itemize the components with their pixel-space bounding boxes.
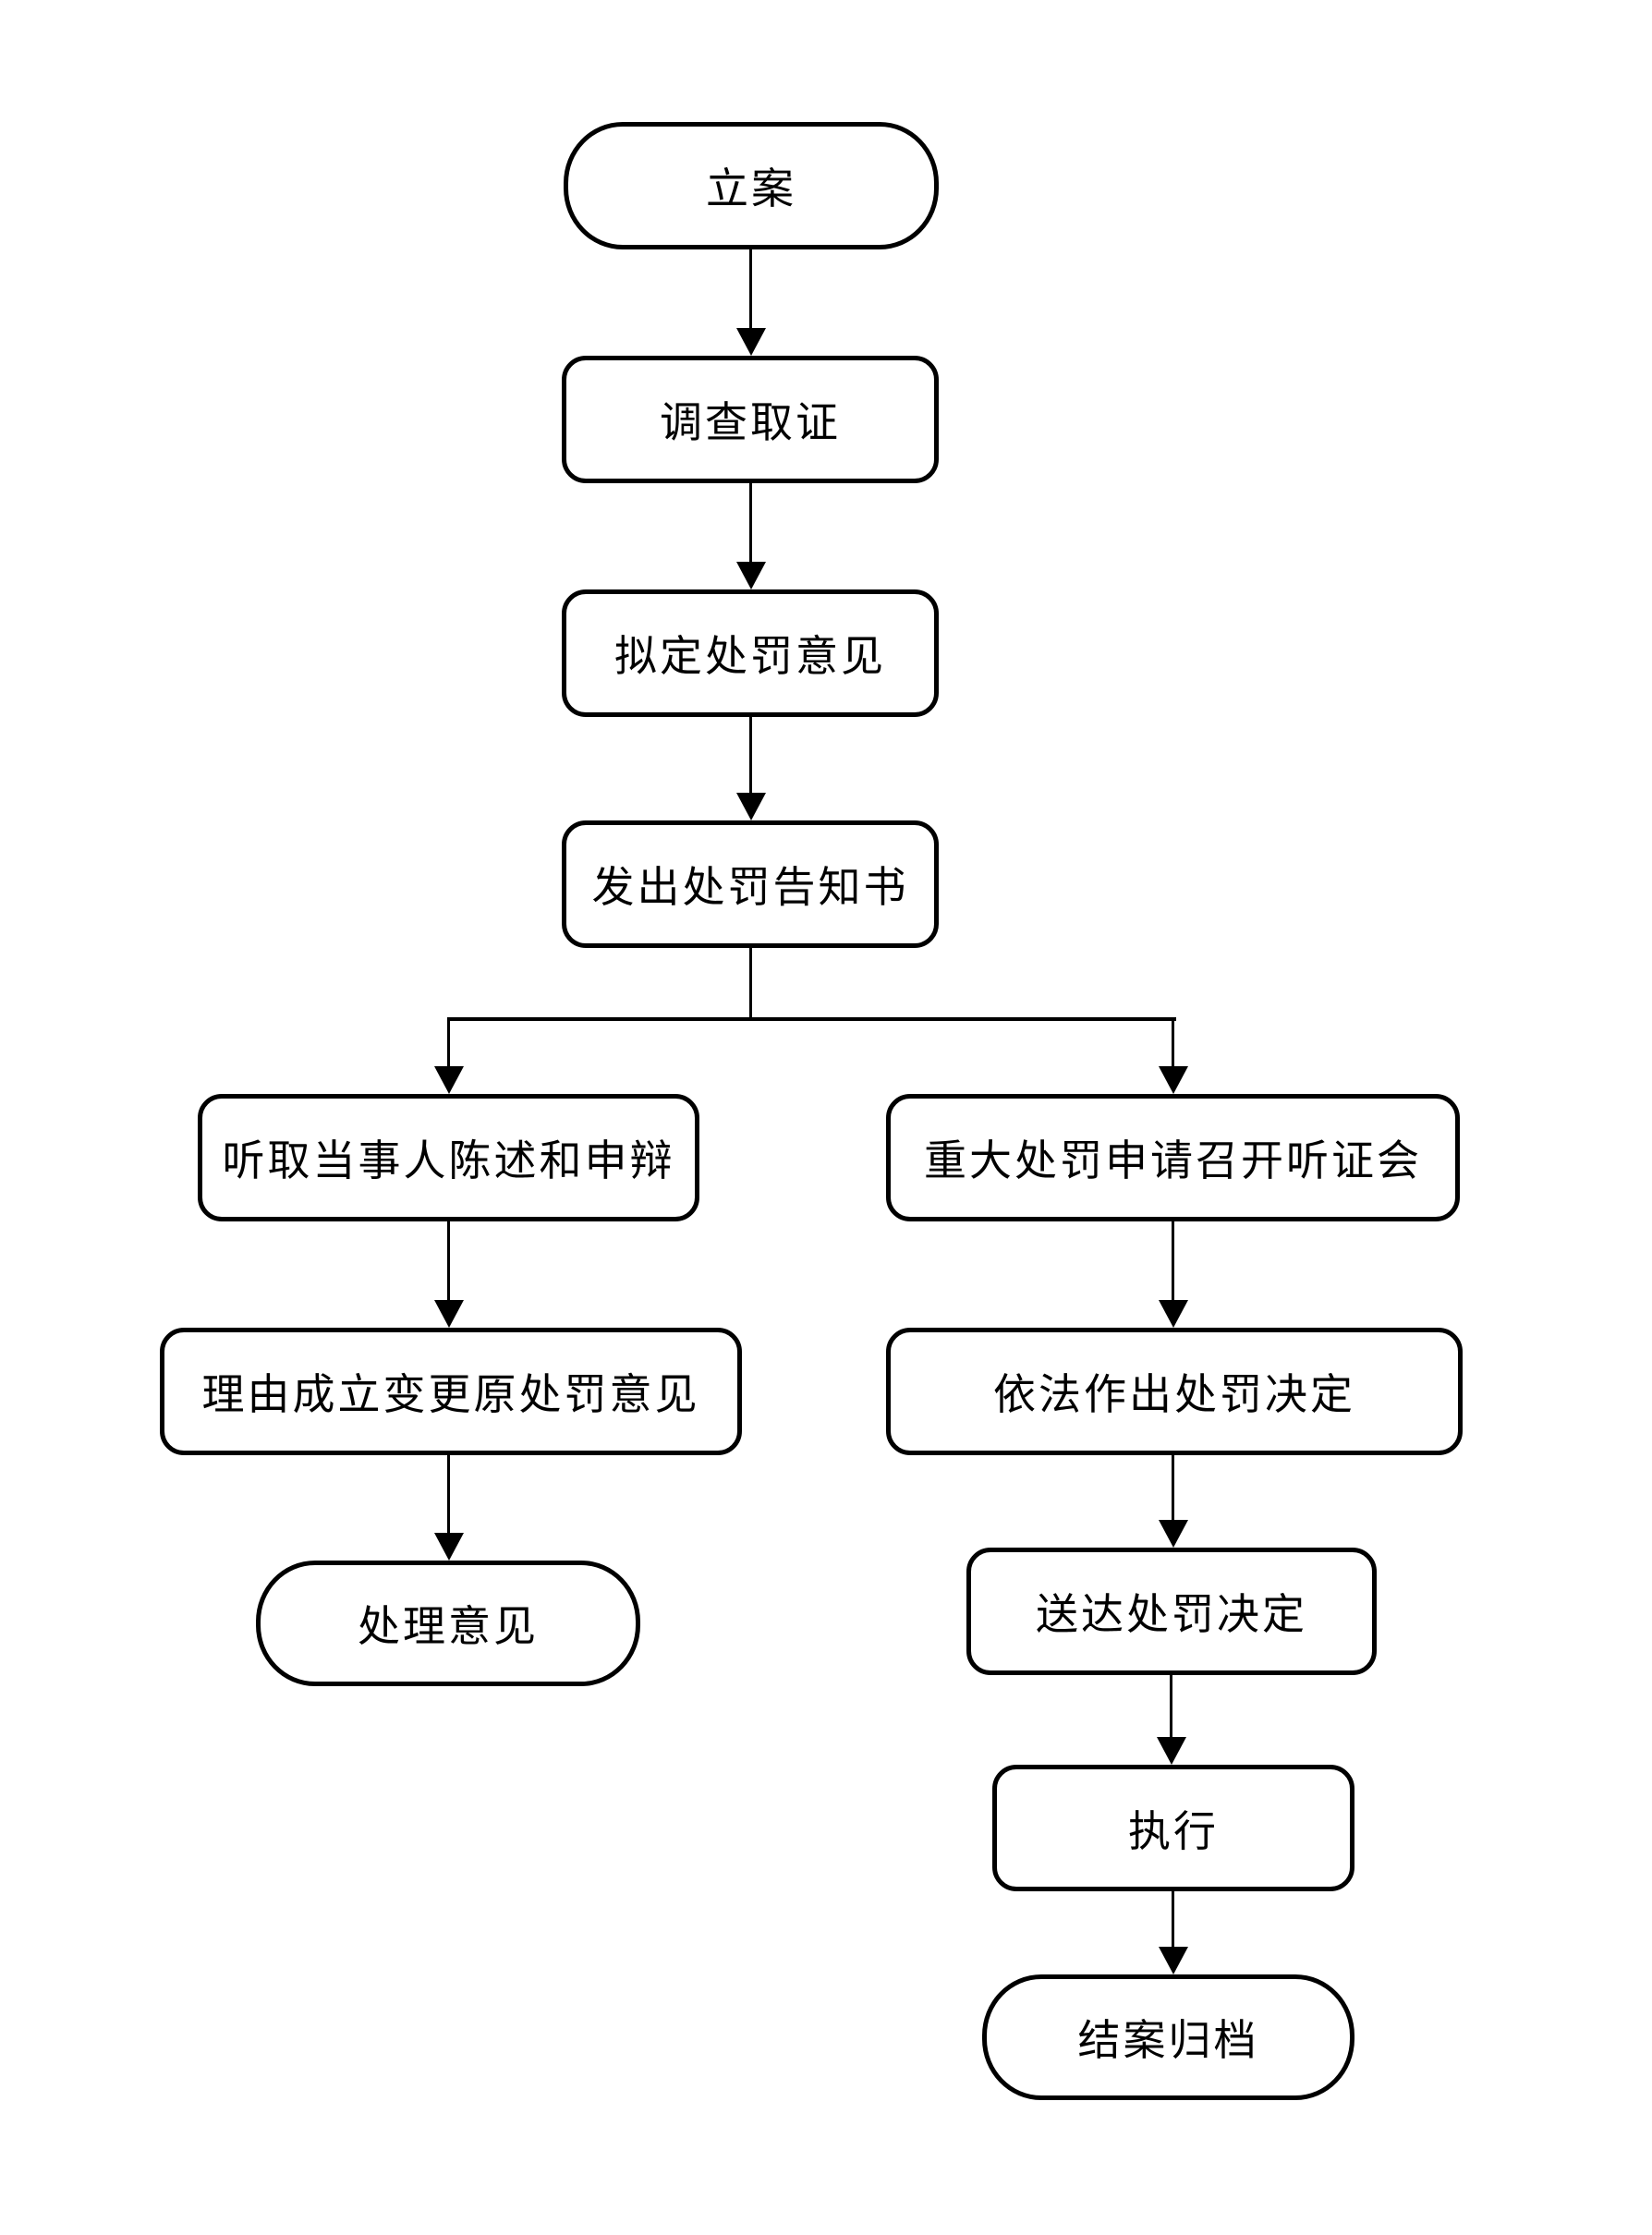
arrow-line xyxy=(749,248,752,328)
arrow-line xyxy=(1172,1889,1174,1947)
arrow-line xyxy=(749,481,752,562)
arrow-head xyxy=(1159,1520,1188,1548)
node-change-original-opinion: 理由成立变更原处罚意见 xyxy=(160,1328,742,1455)
arrow-head xyxy=(736,328,766,356)
node-execute: 执行 xyxy=(992,1765,1354,1891)
arrow-head xyxy=(1159,1300,1188,1328)
node-hear-statement-defense: 听取当事人陈述和申辩 xyxy=(198,1094,699,1221)
arrow-head xyxy=(434,1533,464,1561)
arrow-line xyxy=(1170,1673,1172,1737)
arrow-head xyxy=(736,562,766,589)
arrow-line xyxy=(447,1453,450,1533)
arrow-line xyxy=(1172,1220,1174,1300)
arrow-head xyxy=(434,1300,464,1328)
arrow-head xyxy=(1159,1947,1188,1974)
arrow-head xyxy=(736,793,766,820)
node-filing: 立案 xyxy=(564,122,939,249)
arrow-line xyxy=(749,715,752,793)
branch-horizontal-line xyxy=(447,1017,1176,1021)
node-handling-opinion: 处理意见 xyxy=(256,1561,640,1686)
branch-stem-line xyxy=(749,946,752,1021)
node-major-penalty-hearing: 重大处罚申请召开听证会 xyxy=(886,1094,1460,1221)
branch-left-arrow-head xyxy=(434,1066,464,1094)
node-close-archive: 结案归档 xyxy=(982,1974,1354,2100)
branch-right-line xyxy=(1172,1017,1174,1066)
branch-left-line xyxy=(447,1017,450,1066)
arrow-line xyxy=(1172,1453,1174,1520)
node-make-penalty-decision: 依法作出处罚决定 xyxy=(886,1328,1463,1455)
arrow-head xyxy=(1157,1737,1186,1765)
node-draft-penalty-opinion: 拟定处罚意见 xyxy=(562,589,939,717)
node-investigation: 调查取证 xyxy=(562,356,939,483)
branch-right-arrow-head xyxy=(1159,1066,1188,1094)
arrow-line xyxy=(447,1220,450,1300)
node-issue-penalty-notice: 发出处罚告知书 xyxy=(562,820,939,948)
node-deliver-penalty-decision: 送达处罚决定 xyxy=(966,1548,1377,1675)
